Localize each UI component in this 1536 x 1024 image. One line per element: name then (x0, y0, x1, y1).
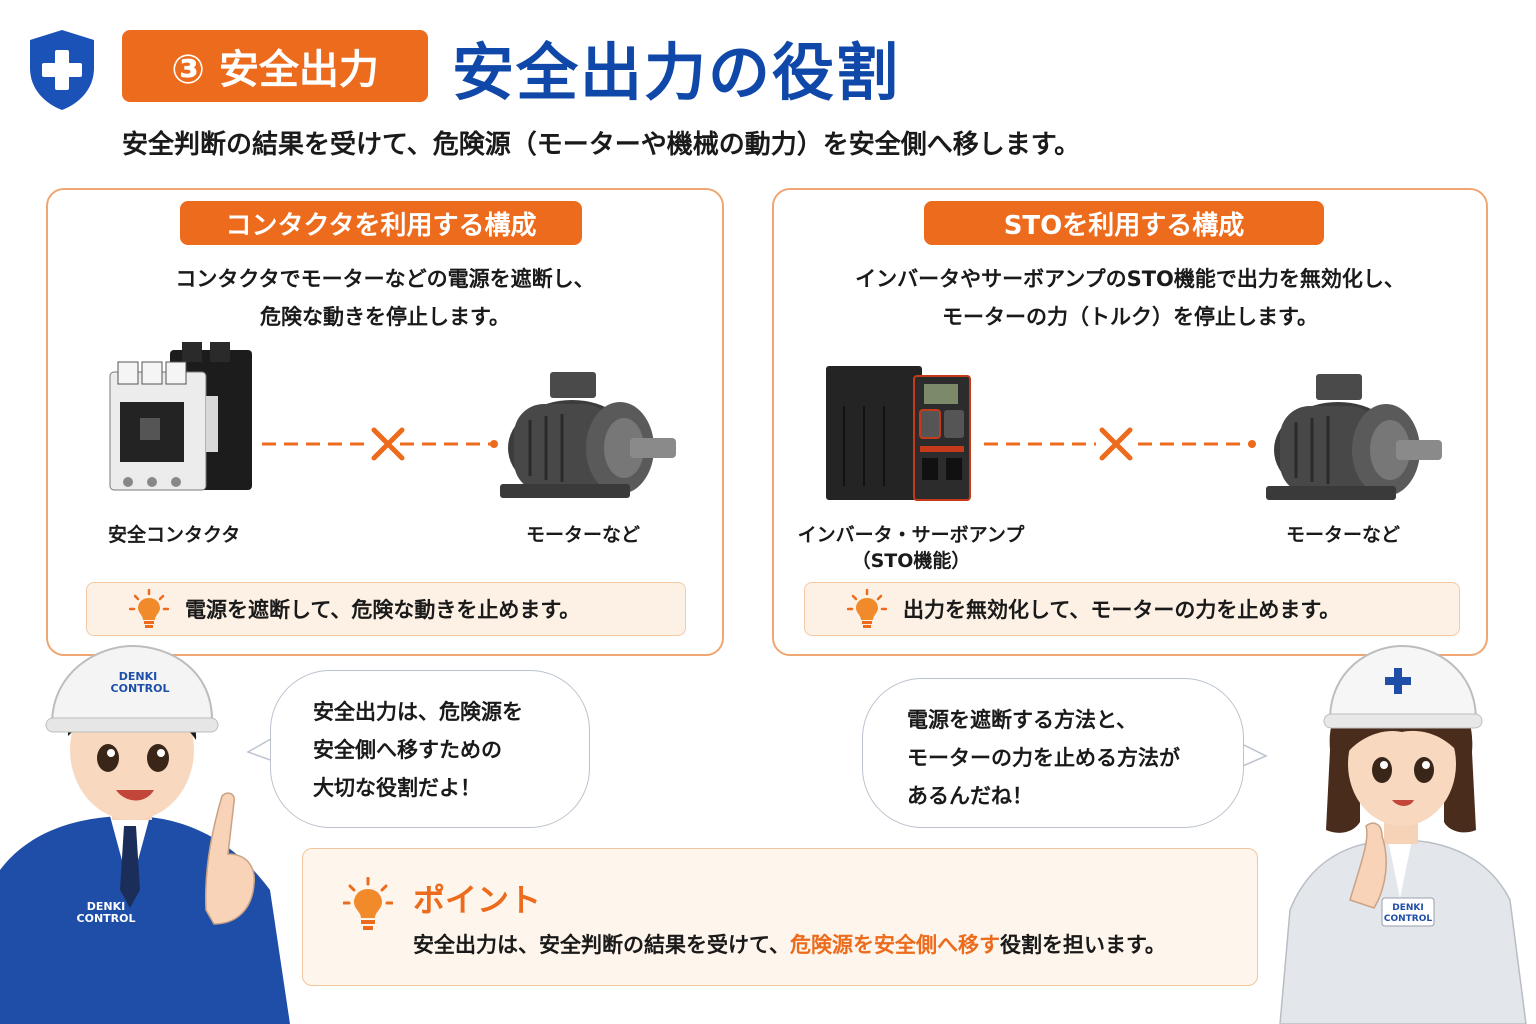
bubble-line: 電源を遮断する方法と、 (907, 708, 1138, 732)
desc-line: モーターの力（トルク）を停止します。 (942, 305, 1318, 329)
helmet-text: CONTROL (111, 682, 170, 695)
sto-panel-title: STOを利用する構成 (924, 201, 1324, 245)
tip-text: 電源を遮断して、危険な動きを止めます。 (185, 598, 581, 622)
page-subtitle: 安全判断の結果を受けて、危険源（モーターや機械の動力）を安全側へ移します。 (122, 130, 1081, 160)
lightbulb-icon (847, 589, 887, 628)
chest-text: CONTROL (77, 912, 136, 925)
motor-label: モーターなど (526, 524, 641, 546)
inverter-servo-image (826, 366, 971, 501)
desc-line: 危険な動きを停止します。 (260, 305, 510, 329)
chest-text: DENKI (87, 900, 125, 913)
contactor-panel-title: コンタクタを利用する構成 (180, 201, 582, 245)
bubble-line: 安全側へ移すための (313, 738, 502, 762)
contactor-panel-description: コンタクタでモーターなどの電源を遮断し、 危険な動きを停止します。 (48, 260, 722, 336)
desc-line: インバータやサーボアンプのSTO機能で出力を無効化し、 (855, 267, 1405, 291)
section-badge: ③ 安全出力 (122, 30, 428, 102)
motor-image (1266, 374, 1442, 500)
safety-contactor-image (109, 342, 252, 491)
female-speech-bubble: 電源を遮断する方法と、 モーターの力を止める方法が あるんだね！ (862, 678, 1244, 828)
point-title: ポイント (413, 881, 542, 919)
point-text: 安全出力は、安全判断の結果を受けて、危険源を安全側へ移す役割を担います。 (413, 929, 1166, 959)
bubble-line: 安全出力は、危険源を (313, 700, 523, 724)
male-speech-bubble: 安全出力は、危険源を 安全側へ移すための 大切な役割だよ！ (270, 670, 590, 828)
male-engineer-illustration: DENKI CONTROL DENKI CONTROL (0, 644, 290, 1024)
cross-mark-icon (371, 427, 405, 461)
name-tag-text: DENKI (1392, 903, 1423, 913)
point-text-part: 役割を担います。 (999, 933, 1166, 957)
contactor-tip: 電源を遮断して、危険な動きを止めます。 (86, 582, 686, 636)
connection-line (262, 440, 498, 448)
motor-label: モーターなど (1286, 524, 1401, 546)
point-box: ポイント 安全出力は、安全判断の結果を受けて、危険源を安全側へ移す役割を担います… (302, 848, 1258, 986)
female-engineer-illustration: DENKI CONTROL (1279, 644, 1527, 1024)
bubble-line: 大切な役割だよ！ (313, 776, 481, 800)
name-tag-text: CONTROL (1384, 914, 1433, 924)
point-text-highlight: 危険源を安全側へ移す (789, 933, 1000, 957)
point-text-part: 安全出力は、安全判断の結果を受けて、 (413, 933, 790, 957)
lightbulb-icon (129, 589, 169, 628)
contactor-label: 安全コンタクタ (108, 524, 241, 546)
inverter-label-line: インバータ・サーボアンプ (797, 524, 1025, 546)
helmet-text: DENKI (119, 670, 157, 683)
sto-tip: 出力を無効化して、モーターの力を止めます。 (804, 582, 1460, 636)
sto-panel: STOを利用する構成 インバータやサーボアンプのSTO機能で出力を無効化し、 モ… (772, 188, 1488, 656)
motor-image (500, 372, 676, 498)
contactor-panel: コンタクタを利用する構成 コンタクタでモーターなどの電源を遮断し、 危険な動きを… (46, 188, 724, 656)
bubble-line: モーターの力を止める方法が (907, 746, 1180, 770)
sto-panel-description: インバータやサーボアンプのSTO機能で出力を無効化し、 モーターの力（トルク）を… (774, 260, 1486, 336)
lightbulb-icon (343, 877, 393, 930)
cross-mark-icon (1099, 427, 1133, 461)
shield-plus-icon (30, 30, 94, 110)
page-title: 安全出力の役割 (452, 36, 901, 109)
bubble-line: あるんだね！ (907, 784, 1033, 808)
inverter-label: インバータ・サーボアンプ （STO機能） (796, 522, 1026, 574)
tip-text: 出力を無効化して、モーターの力を止めます。 (903, 598, 1341, 622)
inverter-label-line: （STO機能） (851, 550, 971, 572)
connection-line (984, 440, 1256, 448)
desc-line: コンタクタでモーターなどの電源を遮断し、 (175, 267, 595, 291)
